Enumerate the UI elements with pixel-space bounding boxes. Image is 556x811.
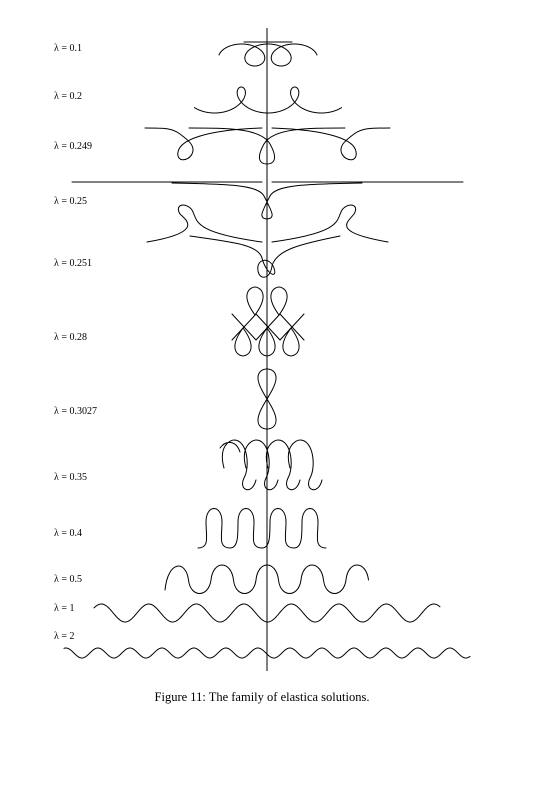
elastica-curve-5-top xyxy=(246,286,288,316)
elastica-curve-4a xyxy=(146,204,263,243)
lambda-label-1: λ = 0.2 xyxy=(54,91,82,102)
elastica-curve-9 xyxy=(164,564,369,594)
elastica-curve-1 xyxy=(193,86,343,114)
elastica-curve-5-cross xyxy=(231,313,305,341)
lambda-label-0: λ = 0.1 xyxy=(54,43,82,54)
elastica-curve-4c xyxy=(271,204,389,243)
lambda-label-6: λ = 0.3027 xyxy=(54,406,97,417)
elastica-curve-2b xyxy=(188,127,346,165)
elastica-curve-5-bottom xyxy=(234,327,300,357)
elastica-curve-10 xyxy=(93,603,441,623)
elastica-curve-0 xyxy=(218,43,318,67)
lambda-label-8: λ = 0.4 xyxy=(54,528,82,539)
lambda-label-4: λ = 0.251 xyxy=(54,258,92,269)
elastica-curve-7 xyxy=(219,439,323,491)
elastica-curve-11 xyxy=(63,647,471,659)
lambda-label-2: λ = 0.249 xyxy=(54,141,92,152)
lambda-label-7: λ = 0.35 xyxy=(54,472,87,483)
figure-caption: Figure 11: The family of elastica soluti… xyxy=(154,690,370,704)
lambda-label-10: λ = 1 xyxy=(54,603,75,614)
lambda-label-9: λ = 0.5 xyxy=(54,574,82,585)
elastica-curve-6 xyxy=(257,368,277,430)
elastica-curve-2a xyxy=(144,127,263,161)
elastica-curve-3-loop xyxy=(171,182,363,220)
elastica-curve-8 xyxy=(197,508,327,549)
lambda-label-11: λ = 2 xyxy=(54,631,75,642)
elastica-curve-4b xyxy=(189,235,341,278)
elastica-curve-2c xyxy=(271,127,391,161)
lambda-label-3: λ = 0.25 xyxy=(54,196,87,207)
lambda-label-5: λ = 0.28 xyxy=(54,332,87,343)
